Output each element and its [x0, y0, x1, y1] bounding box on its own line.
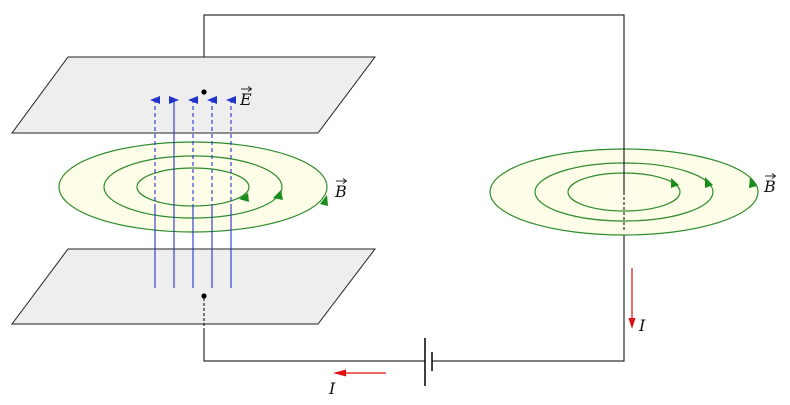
current-label-bottom: I: [328, 379, 336, 398]
battery: [424, 338, 433, 386]
left-field-arrowhead-middle: [273, 190, 283, 200]
electric-field-label-text: E: [239, 90, 252, 109]
magnetic-field-label-right: B: [763, 173, 777, 196]
electric-field-lines: [150, 96, 236, 288]
magnetic-field-label-right-text: B: [763, 177, 776, 196]
magnetic-field-right-vector-tip: [771, 173, 777, 179]
circuit-wire: [203, 14, 625, 362]
right-field-arrowhead-inner: [671, 178, 679, 188]
bottom-plate-connection-dot: [201, 293, 207, 299]
right-field-direction-arrowheads: [671, 177, 757, 188]
current-arrow-bottom: [333, 369, 386, 377]
top-capacitor-plate: [11, 56, 376, 134]
electric-field-label: E: [239, 86, 253, 109]
top-plate-connection-dot: [201, 89, 207, 95]
magnetic-field-left-vector-tip: [342, 178, 348, 184]
right-field-arrowhead-outer: [749, 177, 757, 188]
magnetic-field-label-left-text: B: [334, 182, 347, 201]
magnetic-field-label-left: B: [334, 178, 348, 201]
electric-field-vector-tip: [247, 86, 253, 92]
right-field-arrowhead-middle: [705, 177, 713, 188]
current-arrow-right: [628, 268, 636, 329]
current-label-right: I: [638, 316, 646, 335]
left-field-arrowhead-inner: [239, 193, 249, 202]
left-field-arrowhead-outer: [320, 195, 328, 206]
left-field-direction-arrowheads: [239, 190, 328, 206]
